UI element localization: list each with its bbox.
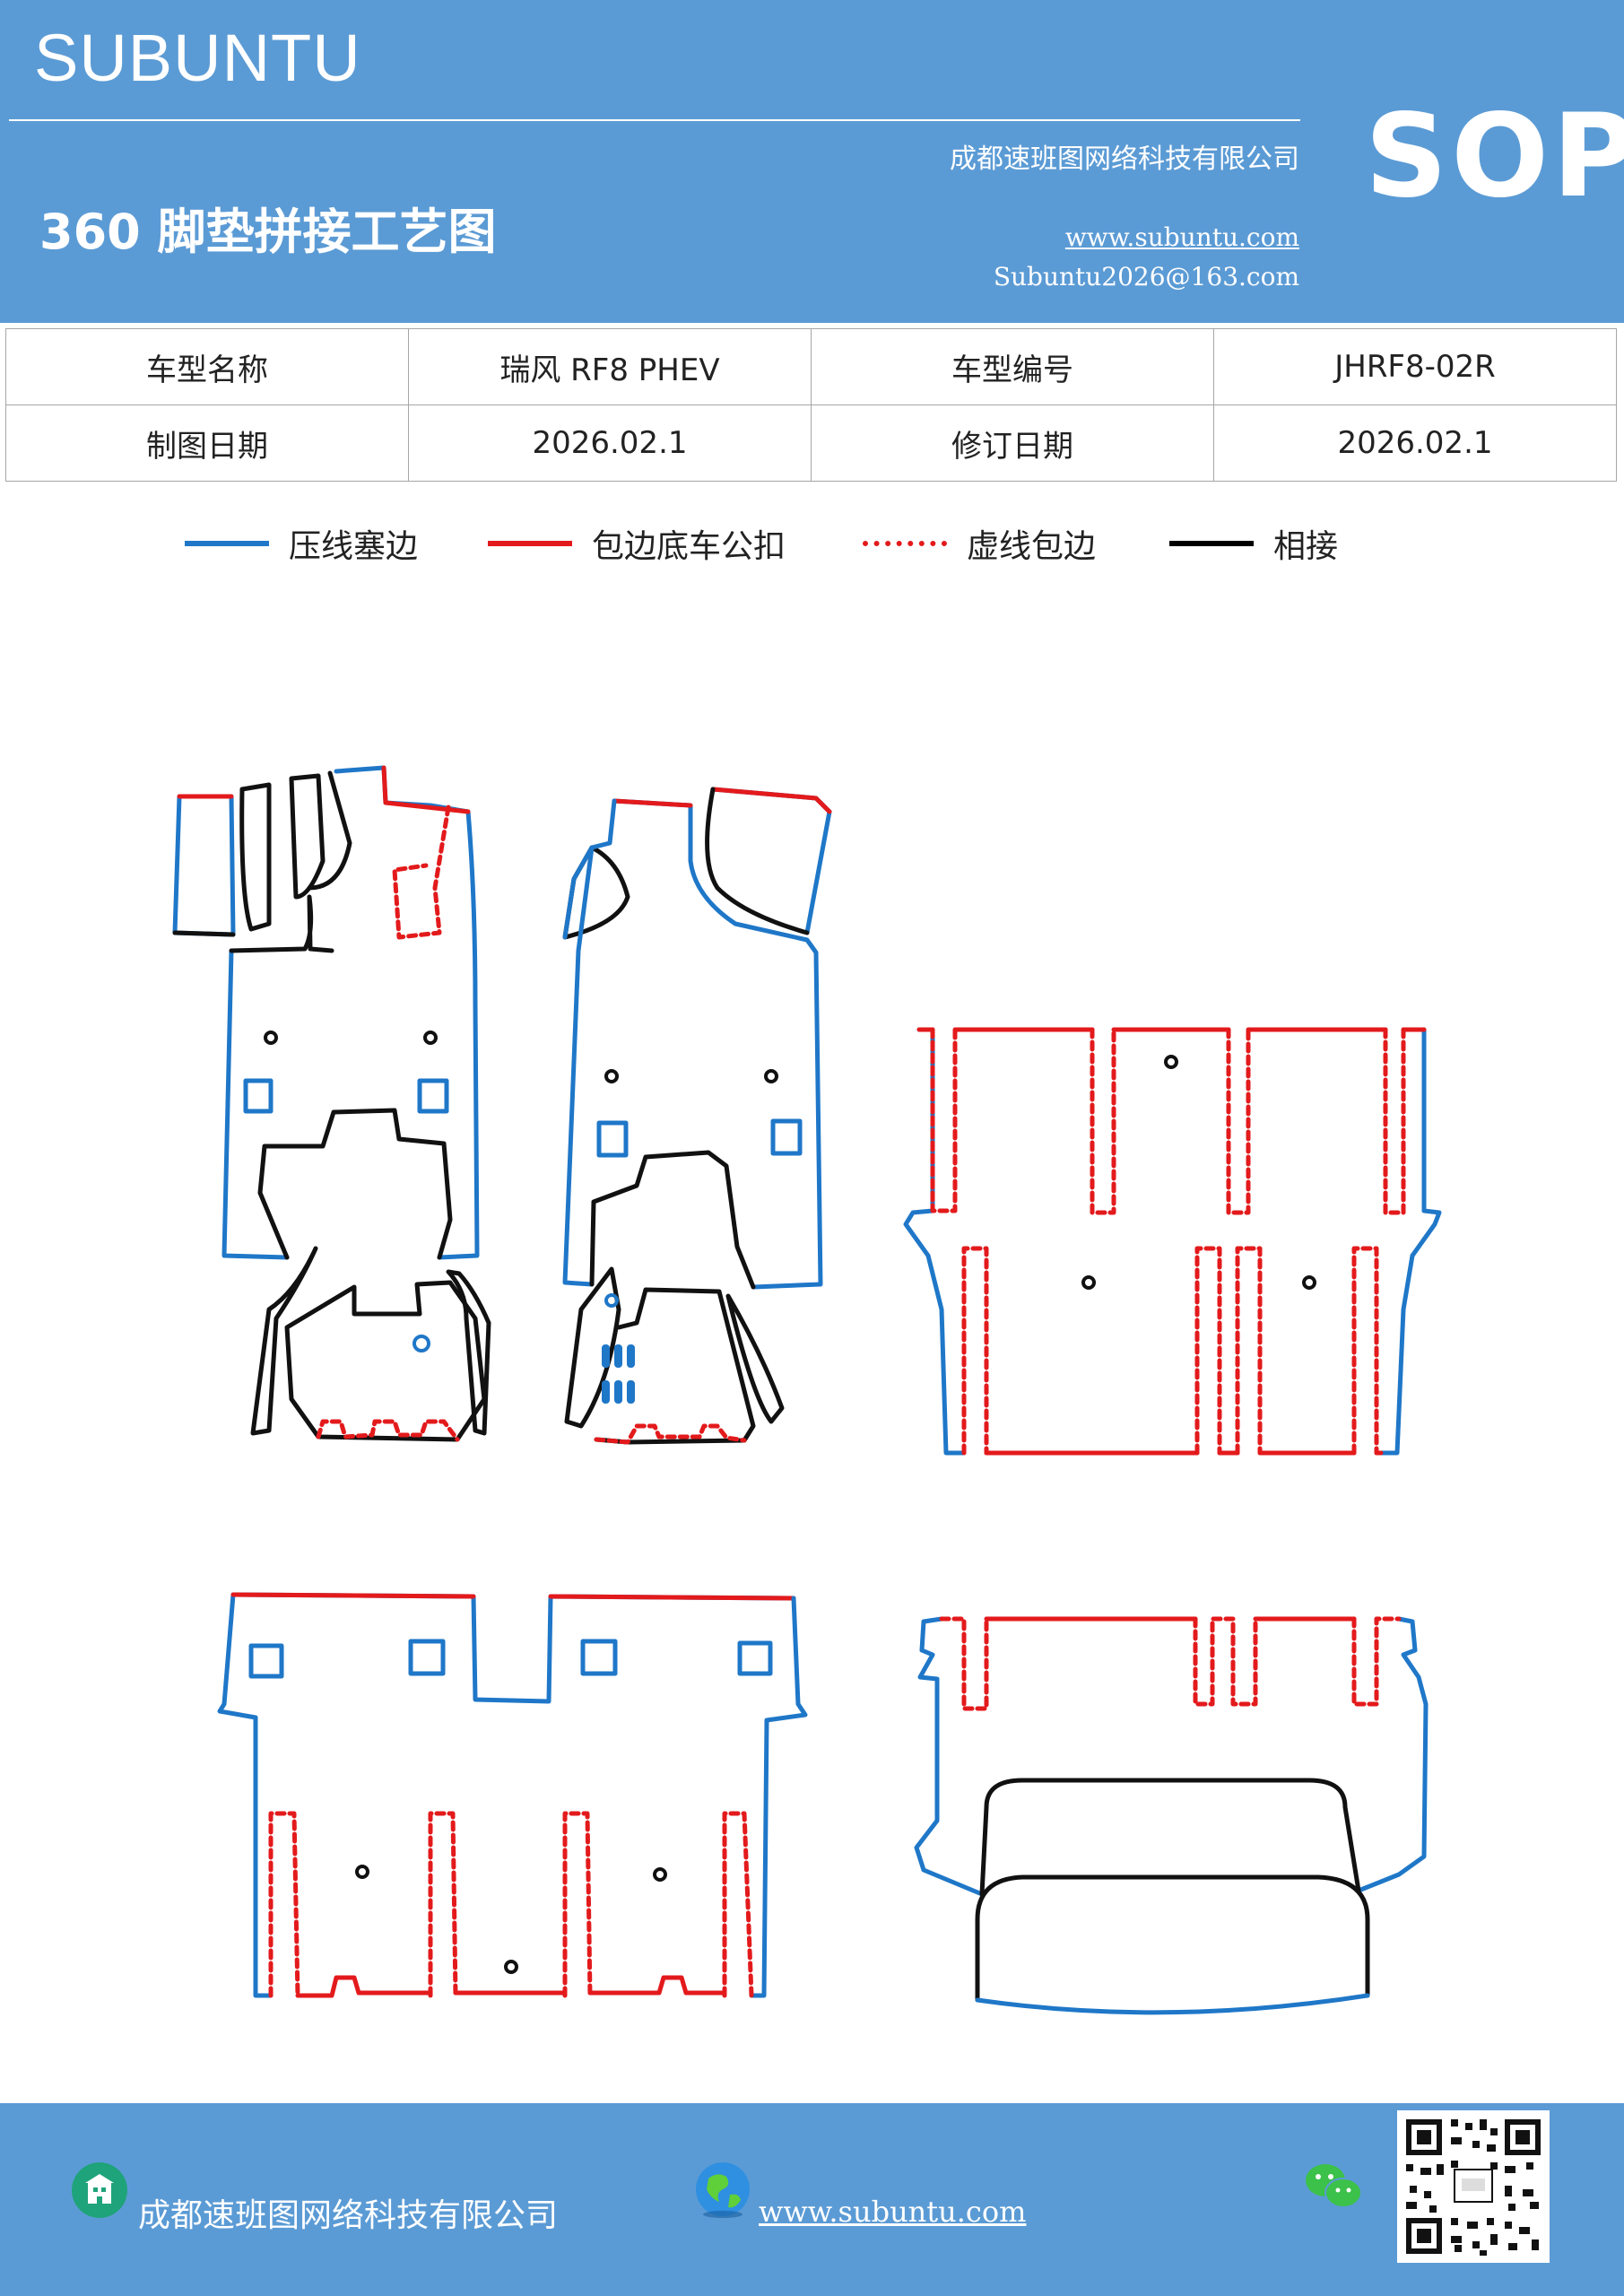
table-cell: JHRF8-02R — [1213, 328, 1617, 405]
brand-name: SUBUNTU — [34, 21, 361, 95]
footer-website-link[interactable]: www.subuntu.com — [759, 2195, 1027, 2229]
email-address: Subuntu2026@163.com — [993, 262, 1299, 291]
website-link[interactable]: www.subuntu.com — [1064, 222, 1299, 252]
footer-company-name: 成都速班图网络科技有限公司 — [138, 2197, 559, 2234]
mat-second-row — [903, 1027, 1442, 1456]
legend-label: 相接 — [1273, 528, 1339, 565]
legend-swatch-blue — [185, 541, 269, 546]
qr-code-pattern — [1397, 2110, 1550, 2263]
table-cell: 2026.02.1 — [1213, 404, 1617, 482]
page-title: 360 脚垫拼接工艺图 — [39, 204, 497, 260]
table-cell: 修订日期 — [811, 404, 1214, 482]
mat-front-left — [172, 765, 491, 1442]
mat-front-right — [562, 787, 832, 1445]
table-cell: 瑞风 RF8 PHEV — [408, 328, 812, 405]
company-name: 成都速班图网络科技有限公司 — [950, 144, 1299, 175]
legend-item: 包边底车公扣 — [488, 520, 786, 567]
legend-item: 压线塞边 — [185, 520, 418, 567]
mat-third-row — [217, 1592, 808, 1998]
footer-banner: 成都速班图网络科技有限公司 www.subuntu.com — [0, 2103, 1624, 2296]
table-row: 车型名称 瑞风 RF8 PHEV 车型编号 JHRF8-02R — [5, 328, 1617, 405]
line-legend: 压线塞边 包边底车公扣 虚线包边 相接 — [0, 520, 1624, 574]
legend-swatch-red — [488, 541, 572, 546]
legend-label: 虚线包边 — [967, 528, 1097, 565]
table-cell: 车型编号 — [811, 328, 1214, 405]
legend-label: 包边底车公扣 — [592, 528, 786, 565]
header-divider — [9, 119, 1300, 121]
globe-icon — [696, 2162, 750, 2218]
table-cell: 车型名称 — [5, 328, 409, 405]
table-cell: 2026.02.1 — [408, 404, 812, 482]
legend-label: 压线塞边 — [289, 528, 419, 565]
legend-item: 相接 — [1169, 520, 1338, 567]
legend-item: 虚线包边 — [863, 520, 1096, 567]
legend-swatch-black — [1169, 541, 1254, 546]
table-row: 制图日期 2026.02.1 修订日期 2026.02.1 — [5, 404, 1617, 482]
header-banner: SUBUNTU 成都速班图网络科技有限公司 360 脚垫拼接工艺图 www.su… — [0, 0, 1624, 323]
sop-badge: SOP — [1365, 90, 1624, 223]
legend-swatch-red-dotted — [863, 541, 947, 546]
qr-code-icon — [1397, 2110, 1550, 2263]
building-icon — [72, 2162, 127, 2218]
wechat-icon — [1306, 2164, 1362, 2208]
vehicle-info-table: 车型名称 瑞风 RF8 PHEV 车型编号 JHRF8-02R 制图日期 202… — [5, 328, 1617, 482]
mat-trunk — [914, 1616, 1429, 2015]
table-cell: 制图日期 — [5, 404, 409, 482]
